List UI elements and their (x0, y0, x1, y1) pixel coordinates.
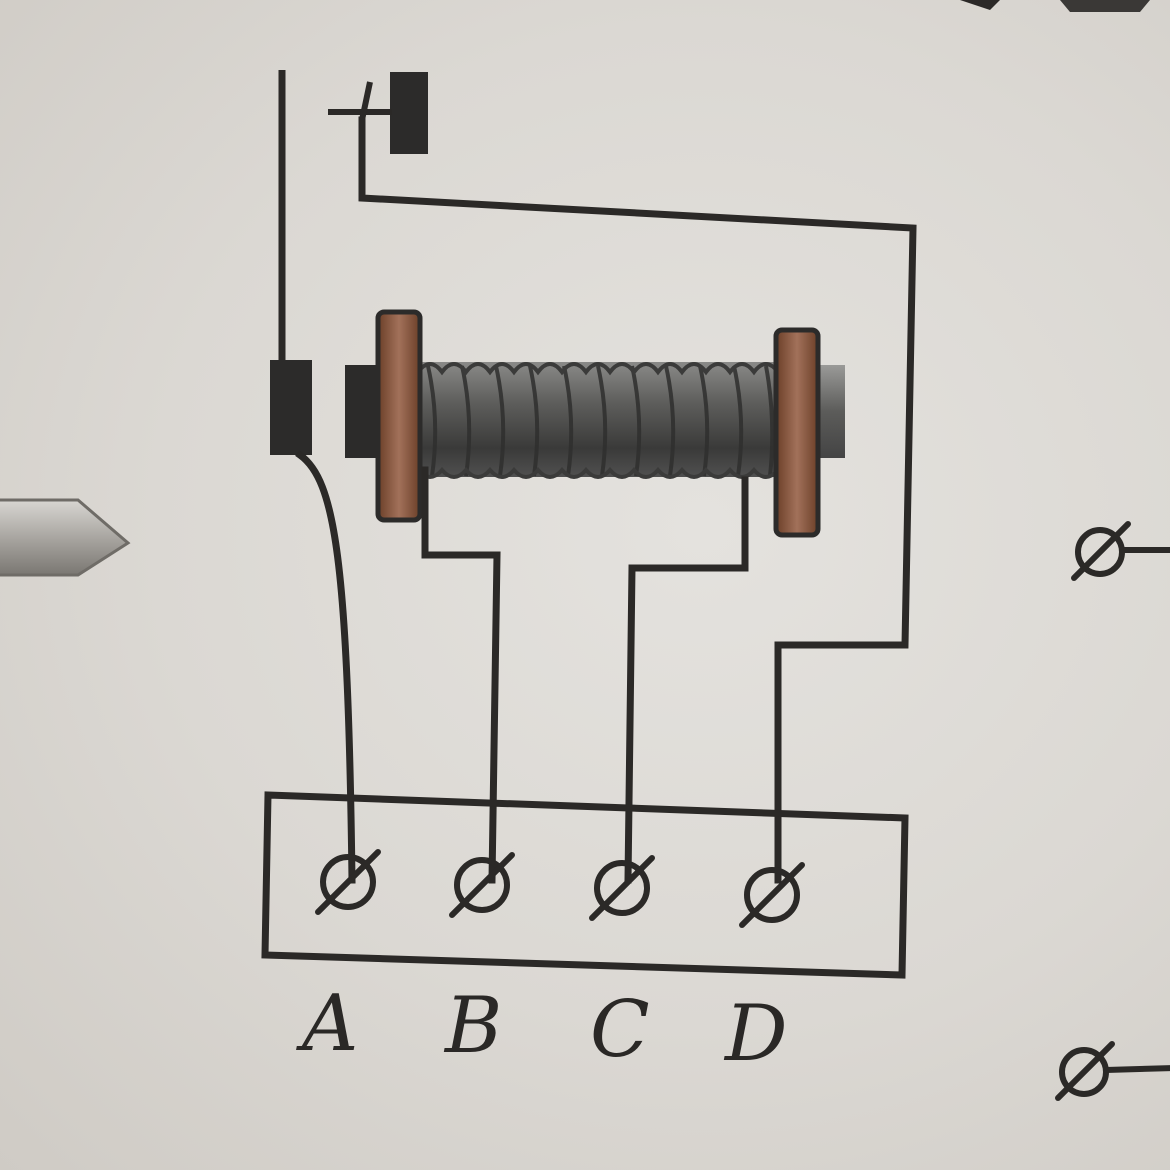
terminal-block (261, 791, 909, 979)
left-arrow-shape (0, 498, 131, 577)
terminal-B (449, 852, 515, 918)
wire-armature-to-A (295, 450, 356, 884)
left-flange (375, 309, 423, 523)
label-A: A (296, 979, 358, 1069)
wire-contact-to-D (358, 116, 917, 884)
label-C: C (590, 985, 650, 1075)
right-edge-terminal-upper (1071, 521, 1170, 581)
wire-coil-to-C (624, 476, 749, 884)
top-edge-ink (960, 0, 1150, 12)
armature (270, 70, 312, 455)
terminal-C (589, 855, 655, 921)
label-B: B (443, 981, 502, 1071)
terminal-D (739, 862, 805, 928)
wire-coil-to-B (421, 466, 501, 884)
contact-screw (328, 72, 428, 154)
right-flange (773, 327, 821, 538)
terminal-A (315, 849, 381, 915)
right-edge-terminal-lower (1055, 1041, 1170, 1101)
label-D: D (723, 989, 788, 1079)
coil-windings (410, 362, 785, 479)
